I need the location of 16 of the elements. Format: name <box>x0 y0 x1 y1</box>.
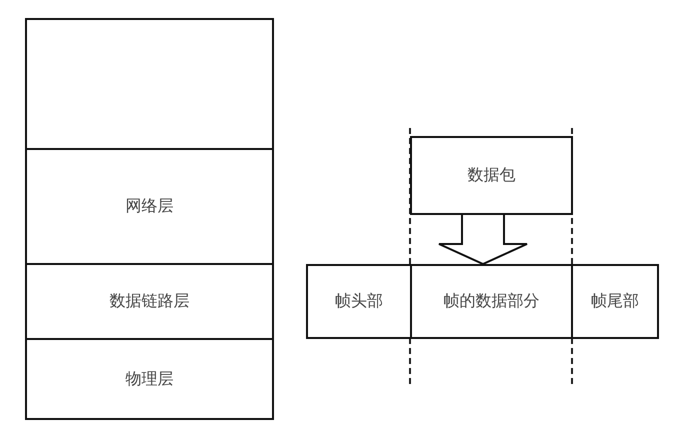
frame-field-box <box>571 264 659 339</box>
box-label: 网络层 <box>126 196 174 217</box>
frame-field-box <box>306 264 412 339</box>
frame-field-box <box>410 264 573 339</box>
layer-box <box>25 338 274 420</box>
layer-box <box>25 148 274 265</box>
box-label: 数据链路层 <box>110 291 190 312</box>
box-label: 帧的数据部分 <box>444 291 540 312</box>
layer-box <box>25 18 274 150</box>
box-label: 帧头部 <box>335 291 383 312</box>
packet-box <box>410 136 573 215</box>
box-label: 数据包 <box>468 165 516 186</box>
layer-box <box>25 263 274 340</box>
box-label: 物理层 <box>126 368 174 390</box>
block-arrow <box>438 214 528 266</box>
box-label: 帧尾部 <box>591 291 639 312</box>
